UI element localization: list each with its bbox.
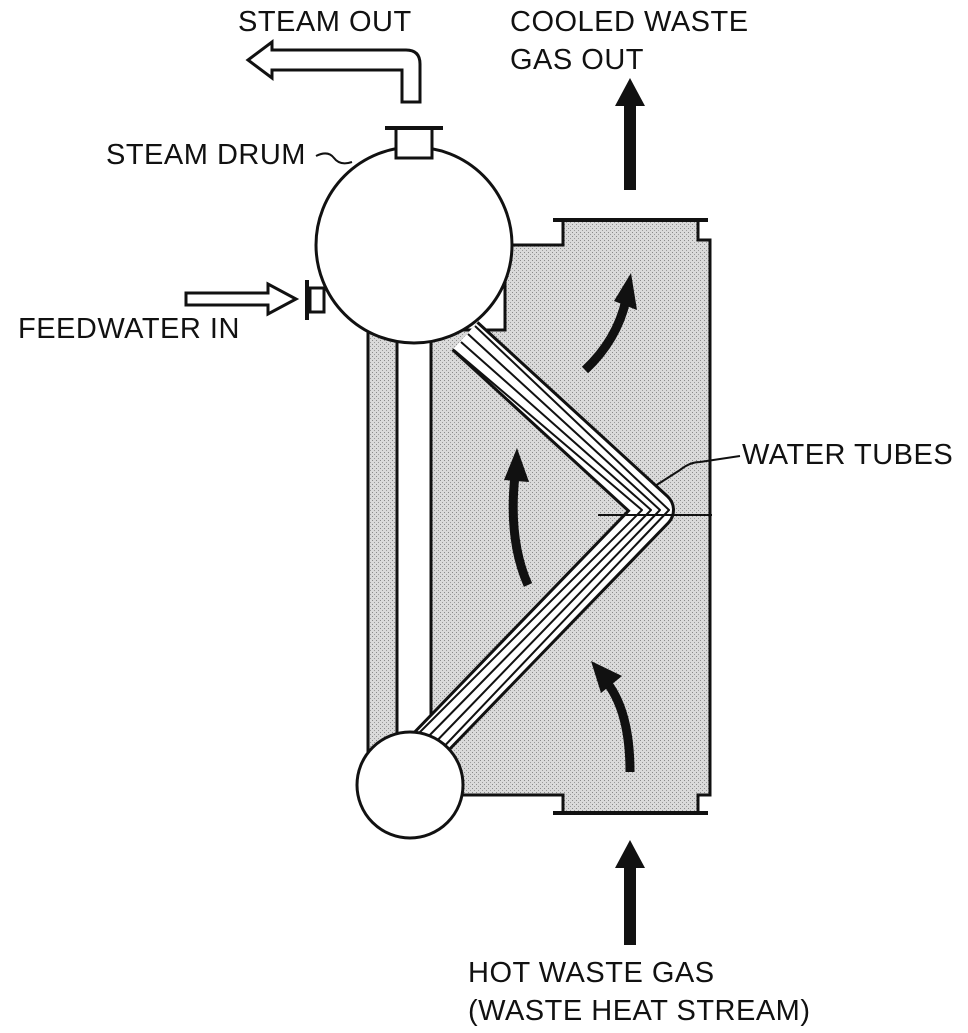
- flow-arrow-bottom: [591, 661, 635, 773]
- feedwater-in-arrow: [184, 281, 300, 317]
- steam-out-label: STEAM OUT: [238, 6, 412, 38]
- feedwater-nozzle: [308, 286, 326, 314]
- cooled-gas-label-line2: GAS OUT: [510, 44, 645, 76]
- water-tube-1: [434, 325, 670, 757]
- feedwater-in-label: FEEDWATER IN: [18, 313, 240, 345]
- steam-out-arrow: [245, 39, 422, 104]
- water-tube-3: [420, 341, 652, 745]
- steam-drum-leader: [315, 152, 353, 165]
- steam-drum: [314, 145, 514, 345]
- steam-nozzle: [394, 126, 434, 160]
- downcomer-tube: [395, 328, 433, 752]
- mud-drum: [355, 730, 465, 840]
- hot-gas-label-line2: (WASTE HEAT STREAM): [468, 995, 811, 1027]
- hot-gas-in-arrow: [615, 840, 645, 945]
- steam-drum-label: STEAM DRUM: [106, 139, 306, 171]
- cooled-gas-label-line1: COOLED WASTE: [510, 6, 749, 38]
- hot-gas-label-line1: HOT WASTE GAS: [468, 957, 715, 989]
- water-tube-4: [413, 349, 643, 739]
- water-tube-2: [427, 333, 661, 751]
- flow-arrow-top: [581, 273, 637, 374]
- flow-arrow-middle: [504, 448, 533, 587]
- water-tubes-leader: [654, 455, 741, 487]
- boiler-casing: [366, 218, 712, 815]
- cooled-gas-out-arrow: [615, 78, 645, 190]
- water-tubes-label: WATER TUBES: [742, 439, 954, 471]
